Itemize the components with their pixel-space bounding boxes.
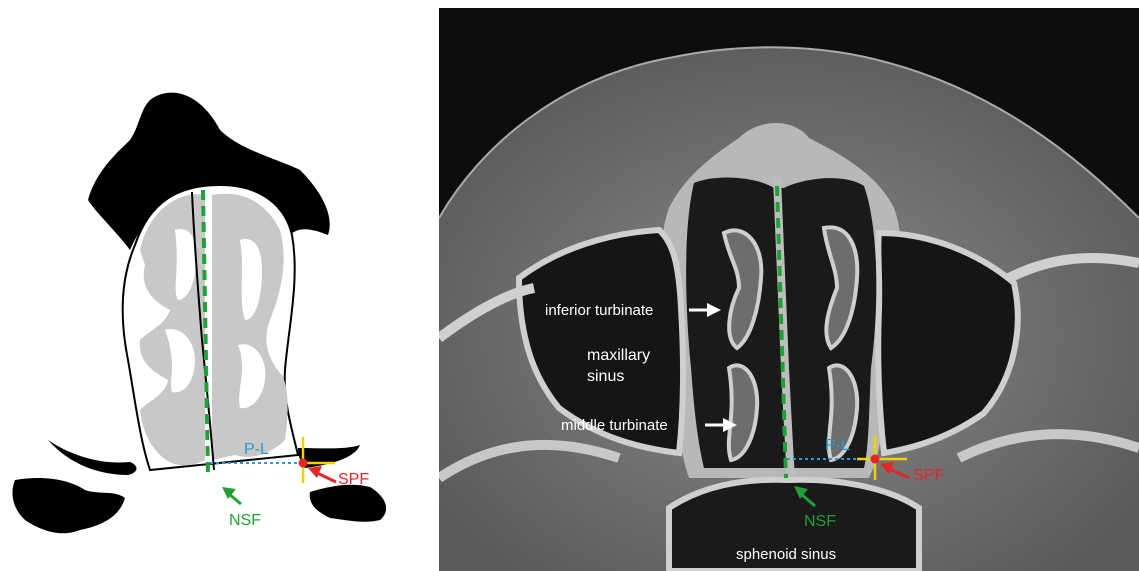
inferior-turbinate-label: inferior turbinate xyxy=(545,302,653,319)
right-palate-bone xyxy=(298,445,360,468)
ct-scan-panel: inferior turbinate maxillary sinus middl… xyxy=(439,8,1139,571)
pl-label: P-L xyxy=(825,437,850,454)
right-pterygoid-shape xyxy=(310,485,386,522)
spf-marker-dot xyxy=(299,459,308,468)
spf-arrow-head xyxy=(308,466,322,478)
spf-marker-dot xyxy=(871,455,880,464)
nsf-label: NSF xyxy=(804,513,836,530)
left-pterygoid-shape xyxy=(12,478,125,533)
nsf-label: NSF xyxy=(229,512,261,529)
sphenoid-sinus-label: sphenoid sinus xyxy=(736,546,836,563)
schematic-diagram-panel: P-L SPF NSF xyxy=(0,0,430,571)
left-palate-bone xyxy=(48,440,137,475)
nsf-arrow-shaft xyxy=(229,494,241,504)
maxillary-sinus-label-line2: sinus xyxy=(587,368,624,385)
ct-scan-image: inferior turbinate maxillary sinus middl… xyxy=(439,8,1139,571)
spf-label: SPF xyxy=(338,471,369,488)
middle-turbinate-label: middle turbinate xyxy=(561,417,668,434)
spf-label: SPF xyxy=(913,467,944,484)
maxillary-sinus-label-line1: maxillary xyxy=(587,347,650,364)
pl-label: P-L xyxy=(244,441,269,458)
schematic-diagram: P-L SPF NSF xyxy=(0,0,430,571)
